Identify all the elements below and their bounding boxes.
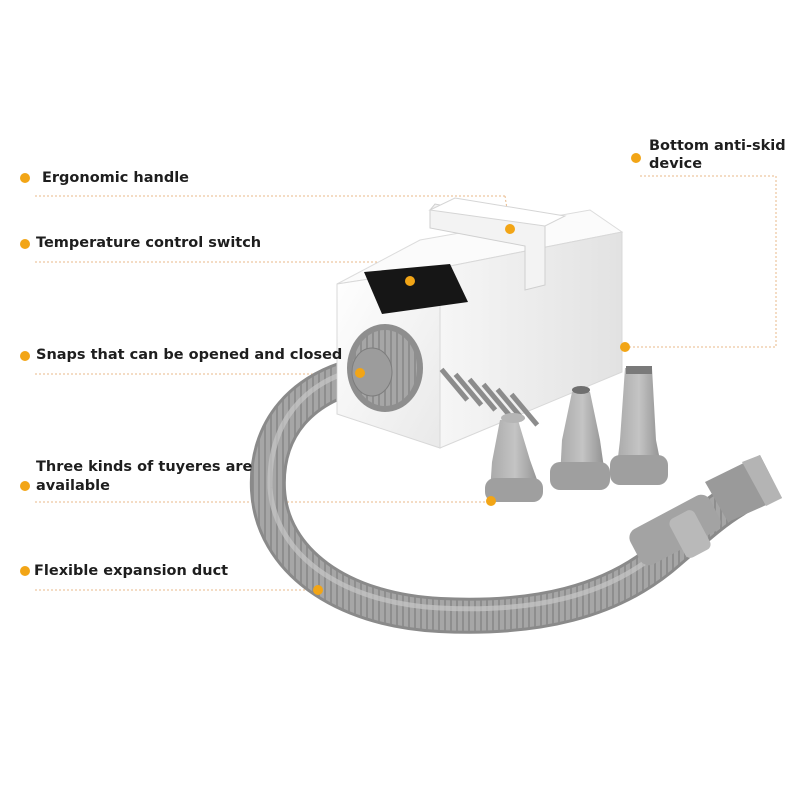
target-temp: [405, 276, 415, 286]
flat-hose-nozzle: [629, 455, 782, 566]
callout-antiskid-line1: Bottom anti-skid: [649, 138, 786, 154]
callout-tuyeres-line1: Three kinds of tuyeres are: [36, 459, 253, 475]
target-duct: [313, 585, 323, 595]
dot-antiskid: [631, 153, 641, 163]
target-antiskid: [620, 342, 630, 352]
dot-temp: [20, 239, 30, 249]
dot-duct: [20, 566, 30, 576]
display-screen: [364, 264, 468, 314]
callout-tuyeres-line2: available: [36, 478, 110, 494]
callout-temperature-switch: Temperature control switch: [36, 235, 262, 251]
target-handle: [505, 224, 515, 234]
callout-ergonomic-handle: Ergonomic handle: [42, 170, 190, 186]
leader-antiskid: [626, 175, 777, 348]
callout-flexible-duct: Flexible expansion duct: [34, 563, 229, 579]
dot-tuyeres: [20, 481, 30, 491]
target-snaps: [355, 368, 365, 378]
target-tuyeres: [486, 496, 496, 506]
callout-snaps: Snaps that can be opened and closed: [36, 347, 343, 363]
callout-antiskid-line2: device: [649, 156, 703, 172]
tuyere-nozzles: [485, 366, 668, 502]
vent-slots: [439, 367, 540, 427]
blower-body: [336, 197, 624, 449]
dot-handle: [20, 173, 30, 183]
dot-snaps: [20, 351, 30, 361]
